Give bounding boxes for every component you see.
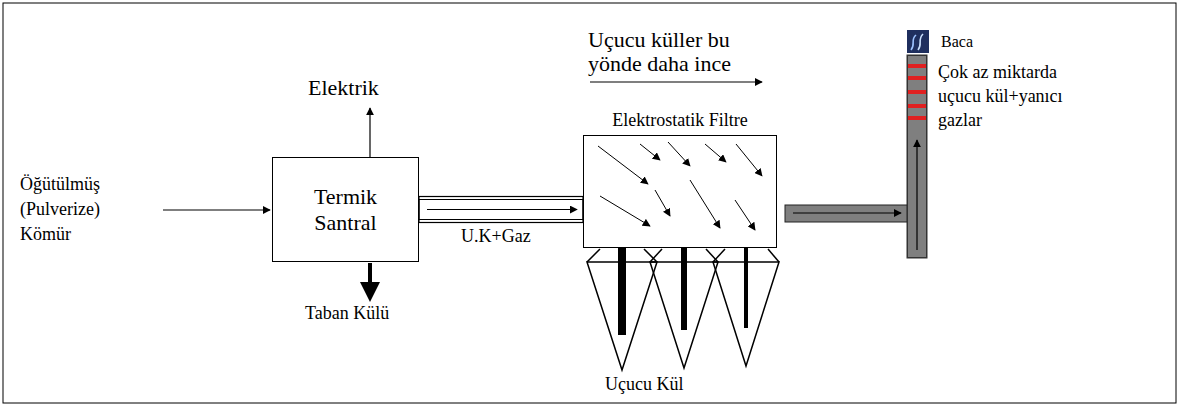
coal-feed-arrow — [163, 209, 270, 210]
flow-arrow — [793, 212, 901, 213]
direction-arrow — [590, 81, 762, 82]
chimney — [907, 55, 927, 258]
node-text: Termik Santral — [296, 184, 396, 236]
electric-arrow — [369, 108, 370, 157]
output-label: Taban Külü — [305, 303, 389, 325]
frame — [3, 3, 1176, 403]
bottom-ash-arrow — [368, 263, 372, 298]
output-label: Uçucu Kül — [605, 374, 683, 396]
note-label: Uçucu küller bu yönde daha ince — [588, 28, 778, 76]
node-text: Baca — [941, 32, 973, 52]
process-box: Termik Santral — [272, 157, 419, 262]
duct-outer — [419, 197, 583, 223]
duct-connector — [419, 197, 583, 223]
duct-connector — [785, 205, 907, 222]
chimney-node: Baca — [907, 55, 927, 258]
note-label: Çok az miktarda uçucu kül+yanıcı gazlar — [938, 60, 1088, 132]
smoke-icon — [907, 30, 929, 53]
particle-arrows — [598, 142, 762, 230]
duct-pipe — [785, 205, 907, 222]
input-label: Öğütülmüş (Pulverize) Kömür — [20, 172, 125, 247]
duct-inner — [419, 200, 583, 220]
filter-box: Elektrostatik Filtre — [583, 135, 777, 248]
flow-arrow — [427, 209, 577, 210]
output-label: Elektrik — [308, 75, 379, 101]
node-text: Elektrostatik Filtre — [584, 109, 776, 131]
hoppers — [587, 248, 779, 370]
edge-label: U.K+Gaz — [459, 226, 533, 248]
